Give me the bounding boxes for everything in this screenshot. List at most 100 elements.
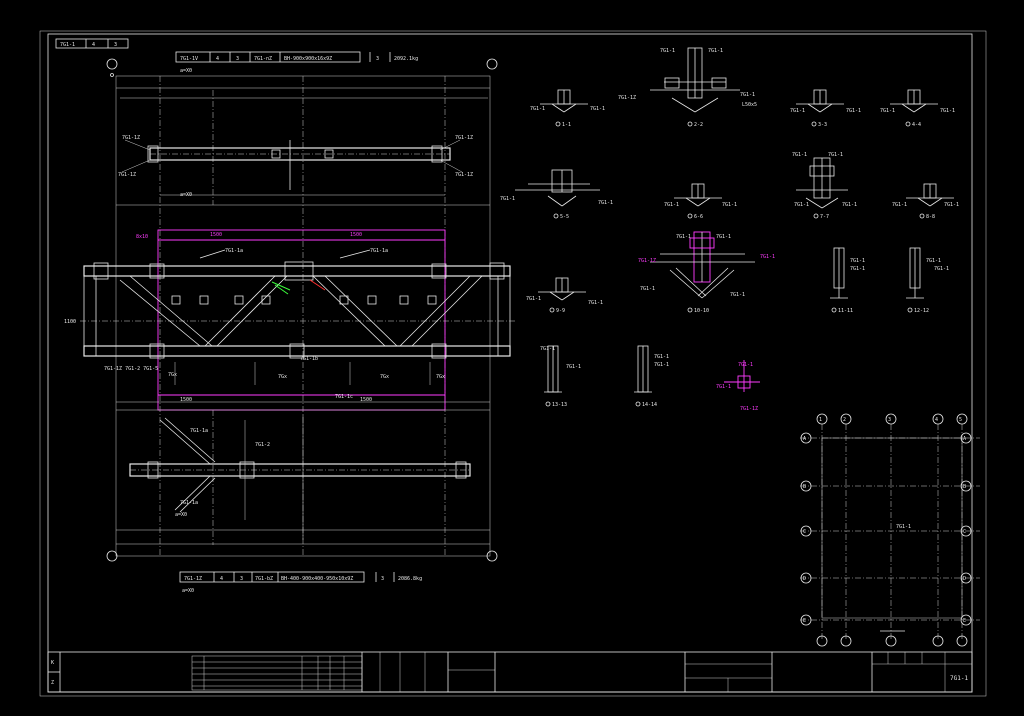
- svg-text:7G1-1a: 7G1-1a: [180, 500, 198, 506]
- stamp-cell: 7G1-1: [60, 42, 75, 48]
- svg-text:7G1-1: 7G1-1: [850, 266, 865, 272]
- svg-text:7Gx: 7Gx: [436, 374, 445, 380]
- svg-text:7G1-1: 7G1-1: [654, 362, 669, 368]
- svg-text:7G1-2: 7G1-2: [255, 442, 270, 448]
- svg-text:7G1-1: 7G1-1: [500, 196, 515, 202]
- svg-text:7G1-1: 7G1-1: [940, 108, 955, 114]
- svg-text:6-6: 6-6: [694, 214, 703, 220]
- svg-text:1500: 1500: [210, 232, 222, 238]
- svg-text:7Gx: 7Gx: [168, 372, 177, 378]
- grid-label-left: C: [803, 529, 806, 535]
- svg-text:7G1-1: 7G1-1: [654, 354, 669, 360]
- svg-text:Z: Z: [51, 680, 54, 686]
- svg-text:7G1-1Z 7G1-2 7G1-5: 7G1-1Z 7G1-2 7G1-5: [104, 366, 158, 372]
- grid-label-right: C: [963, 529, 966, 535]
- svg-text:7G1-1: 7G1-1: [880, 108, 895, 114]
- svg-text:7G1-1Z: 7G1-1Z: [455, 172, 473, 178]
- svg-text:7G1-1: 7G1-1: [716, 234, 731, 240]
- svg-text:7G1-1: 7G1-1: [708, 48, 723, 54]
- member-weight: 2092.1kg: [394, 56, 418, 62]
- svg-text:1500: 1500: [180, 397, 192, 403]
- svg-text:7G1-1: 7G1-1: [846, 108, 861, 114]
- svg-text:7G1-1: 7G1-1: [740, 92, 755, 98]
- svg-text:7-7: 7-7: [820, 214, 829, 220]
- svg-text:a=X0: a=X0: [182, 588, 194, 594]
- svg-text:K: K: [51, 660, 54, 666]
- svg-text:7G1-1: 7G1-1: [760, 254, 775, 260]
- svg-text:13-13: 13-13: [552, 402, 567, 408]
- svg-text:7G1-1Z: 7G1-1Z: [740, 406, 758, 412]
- svg-text:7G1-1Z: 7G1-1Z: [455, 135, 473, 141]
- svg-text:12-12: 12-12: [914, 308, 929, 314]
- member-qty: 4: [220, 576, 223, 582]
- svg-text:2-2: 2-2: [694, 122, 703, 128]
- svg-text:7G1-1: 7G1-1: [566, 364, 581, 370]
- member-part: 7G1-bZ: [255, 576, 273, 582]
- member-part: 7G1-nZ: [254, 56, 272, 62]
- scale-note: a=X0: [180, 68, 192, 74]
- svg-text:7G1-1: 7G1-1: [790, 108, 805, 114]
- grid-label-right: D: [963, 576, 966, 582]
- svg-text:7G1-1a: 7G1-1a: [370, 248, 388, 254]
- stamp-cell: 4: [92, 42, 95, 48]
- svg-text:7G1-1a: 7G1-1a: [190, 428, 208, 434]
- member-weight: 2086.8kg: [398, 576, 422, 582]
- grid-label-right: B: [963, 484, 966, 490]
- stamp-cell: 3: [114, 42, 117, 48]
- bottom-member-table: 7G1-1Z 4 3 7G1-bZ BH-400-900x400-950x10x…: [179, 571, 422, 594]
- grid-label-top: 1: [819, 417, 822, 423]
- svg-text:7G1-1: 7G1-1: [892, 202, 907, 208]
- svg-text:7G1-1: 7G1-1: [730, 292, 745, 298]
- svg-text:7G1-1b: 7G1-1b: [300, 356, 318, 362]
- sheet-outer-frame: [39, 30, 987, 697]
- svg-text:7G1-1: 7G1-1: [828, 152, 843, 158]
- grid-plan: 1 2 3 4 5 A B C D E A B C D E 7G1-1: [800, 413, 980, 647]
- svg-text:7G1-1: 7G1-1: [660, 48, 675, 54]
- grid-label-left: D: [803, 576, 806, 582]
- sheet-number: 7G1-1: [950, 675, 968, 682]
- svg-text:7G1-1: 7G1-1: [792, 152, 807, 158]
- svg-text:7G1-1: 7G1-1: [722, 202, 737, 208]
- svg-text:1-1: 1-1: [562, 122, 571, 128]
- grid-label-right: A: [963, 436, 966, 442]
- grid-label-left: E: [803, 618, 806, 624]
- svg-text:7G1-1Z: 7G1-1Z: [618, 95, 636, 101]
- svg-text:10-10: 10-10: [694, 308, 709, 314]
- top-left-stamp: 7G1-1 4 3: [55, 38, 129, 49]
- svg-text:7G1-1: 7G1-1: [738, 362, 753, 368]
- svg-text:7G1-1: 7G1-1: [794, 202, 809, 208]
- main-elevation: 7G1-1Z 7G1-1Z 7G1-1Z 7G1-1Z a=X0 8x10 15…: [64, 58, 515, 562]
- svg-text:7G1-1Z: 7G1-1Z: [638, 258, 656, 264]
- svg-text:7G1-1Z: 7G1-1Z: [118, 172, 136, 178]
- member-qty: 4: [216, 56, 219, 62]
- svg-text:1500: 1500: [350, 232, 362, 238]
- svg-text:7G1-1Z: 7G1-1Z: [122, 135, 140, 141]
- svg-text:7Gx: 7Gx: [278, 374, 287, 380]
- svg-text:8x10: 8x10: [136, 234, 148, 240]
- member-id: 7G1-1V: [180, 56, 198, 62]
- member-id: 7G1-1Z: [184, 576, 202, 582]
- svg-text:3-3: 3-3: [818, 122, 827, 128]
- svg-text:7G1-1: 7G1-1: [540, 346, 555, 352]
- svg-text:7G1-1: 7G1-1: [664, 202, 679, 208]
- grid-label-top: 4: [935, 417, 938, 423]
- grid-label-left: B: [803, 484, 806, 490]
- grid-label-right: E: [963, 618, 966, 624]
- svg-text:7G1-1: 7G1-1: [850, 258, 865, 264]
- svg-text:9-9: 9-9: [556, 308, 565, 314]
- grid-label-left: A: [803, 436, 806, 442]
- svg-text:7G1-1: 7G1-1: [526, 296, 541, 302]
- member-qty: 3: [236, 56, 239, 62]
- svg-text:14-14: 14-14: [642, 402, 657, 408]
- svg-text:7G1-1: 7G1-1: [588, 300, 603, 306]
- member-section: BH-900x900x16x9Z: [284, 56, 332, 62]
- member-qty: 3: [376, 56, 379, 62]
- svg-text:7G1-1a: 7G1-1a: [225, 248, 243, 254]
- svg-text:7G1-1: 7G1-1: [944, 202, 959, 208]
- title-block: K Z 7G1-1: [47, 651, 973, 693]
- svg-text:4-4: 4-4: [912, 122, 921, 128]
- grid-label-top: 3: [888, 417, 891, 423]
- svg-text:11-11: 11-11: [838, 308, 853, 314]
